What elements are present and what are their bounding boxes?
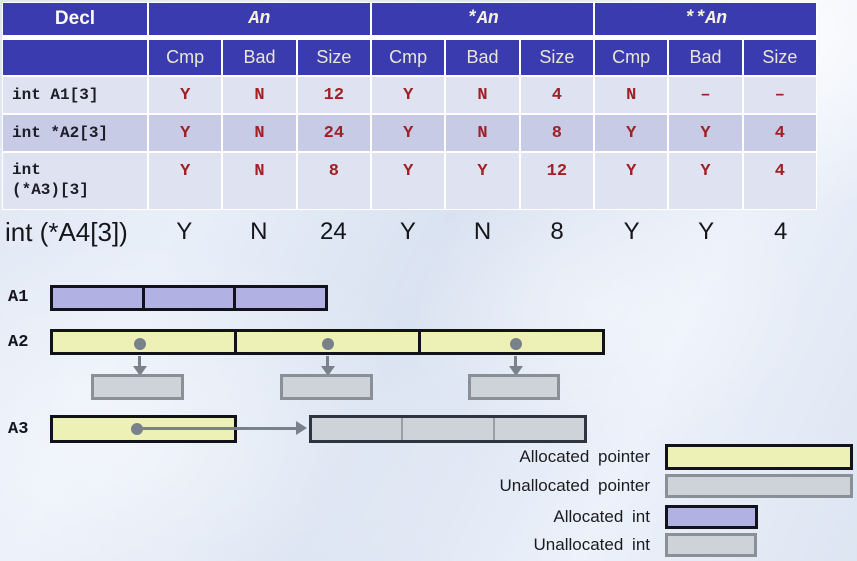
value-cell: Y (669, 153, 742, 209)
value-cell: N (595, 77, 668, 113)
subheader-size: Size (297, 40, 370, 75)
extra-value: Y (399, 218, 416, 245)
value-cell: Y (372, 115, 445, 151)
decl-header: Decl (3, 3, 147, 38)
pointer-dot (131, 423, 143, 435)
array-cell (53, 288, 142, 308)
value-cell: Y (149, 77, 222, 113)
value-cell: 24 (297, 115, 370, 151)
legend-label-allocated-pointer: Allocated pointer (519, 447, 650, 466)
arrow-right-head (296, 421, 307, 435)
arrow-down (138, 356, 141, 367)
value-cell: Y (446, 153, 519, 209)
extra-value: 24 (320, 218, 347, 245)
value-cell: 4 (520, 77, 593, 113)
value-cell: Y (595, 115, 668, 151)
value-cell: 4 (743, 115, 816, 151)
value-cell: N (446, 115, 519, 151)
subheader-cmp: Cmp (372, 40, 445, 75)
value-cell: Y (149, 153, 222, 209)
a3-target-array (309, 415, 587, 443)
extra-value: 8 (550, 218, 564, 245)
array-cell (312, 418, 401, 440)
value-cell: 12 (297, 77, 370, 113)
extra-decl: int (*A4[3]) (5, 216, 128, 247)
subheader-cmp: Cmp (595, 40, 668, 75)
legend-label-allocated-int: Allocated int (553, 507, 650, 526)
array-cell (234, 332, 418, 352)
legend-label-unallocated-int: Unallocated int (533, 535, 650, 554)
decl-cell: int (*A3)[3] (3, 153, 147, 209)
extra-row: int (*A4[3]) Y N 24 Y N 8 Y Y 4 (2, 211, 817, 253)
pointer-dot (322, 338, 334, 350)
value-cell: N (446, 77, 519, 113)
extra-value: Y (176, 218, 193, 245)
subheader-cmp: Cmp (149, 40, 222, 75)
decl-cell: int *A2[3] (3, 115, 147, 151)
unallocated-pointer-box (91, 374, 184, 400)
legend-swatch-allocated-int (665, 505, 758, 529)
extra-value: 4 (774, 218, 788, 245)
value-cell: 4 (743, 153, 816, 209)
legend-swatch-unallocated-pointer (665, 474, 853, 498)
unallocated-pointer-box (280, 374, 373, 400)
value-cell: Y (595, 153, 668, 209)
arrow-down-head (509, 366, 523, 376)
pointer-dot (510, 338, 522, 350)
arrow-down (326, 356, 329, 367)
subheader-bad: Bad (223, 40, 296, 75)
value-cell: Y (149, 115, 222, 151)
legend-swatch-unallocated-int (665, 533, 757, 557)
value-cell: N (223, 115, 296, 151)
legend-label-unallocated-pointer: Unallocated pointer (499, 476, 650, 495)
legend-swatch-allocated-pointer (665, 444, 853, 470)
value-cell: – (743, 77, 816, 113)
group-header: **An (595, 3, 816, 38)
value-cell: N (223, 77, 296, 113)
arrow-down-head (133, 366, 147, 376)
value-cell: 12 (520, 153, 593, 209)
subheader-size: Size (743, 40, 816, 75)
array-cell (418, 332, 602, 352)
array-cell (401, 418, 492, 440)
subheader-bad: Bad (446, 40, 519, 75)
arrow-down-head (321, 366, 335, 376)
arrow-down (514, 356, 517, 367)
array-cell (141, 288, 234, 308)
value-cell: Y (372, 77, 445, 113)
subheader-bad: Bad (669, 40, 742, 75)
array-cell (233, 288, 325, 308)
value-cell: N (223, 153, 296, 209)
array-cell (492, 418, 584, 440)
unallocated-pointer-box (468, 374, 560, 400)
a1-array (50, 285, 328, 311)
value-cell: Y (372, 153, 445, 209)
value-cell: 8 (520, 115, 593, 151)
value-cell: 8 (297, 153, 370, 209)
arrow-right (140, 427, 296, 430)
value-cell: Y (669, 115, 742, 151)
extra-value: Y (623, 218, 640, 245)
group-header: *An (372, 3, 593, 38)
header-spacer (3, 40, 147, 75)
extra-value: Y (698, 218, 715, 245)
pointer-dot (134, 338, 146, 350)
a2-label: A2 (8, 333, 29, 352)
decl-cell: int A1[3] (3, 77, 147, 113)
extra-value: N (473, 218, 492, 245)
subheader-size: Size (520, 40, 593, 75)
a3-label: A3 (8, 420, 29, 439)
group-header: An (149, 3, 370, 38)
value-cell: – (669, 77, 742, 113)
a1-label: A1 (8, 288, 29, 307)
extra-value: N (250, 218, 268, 245)
